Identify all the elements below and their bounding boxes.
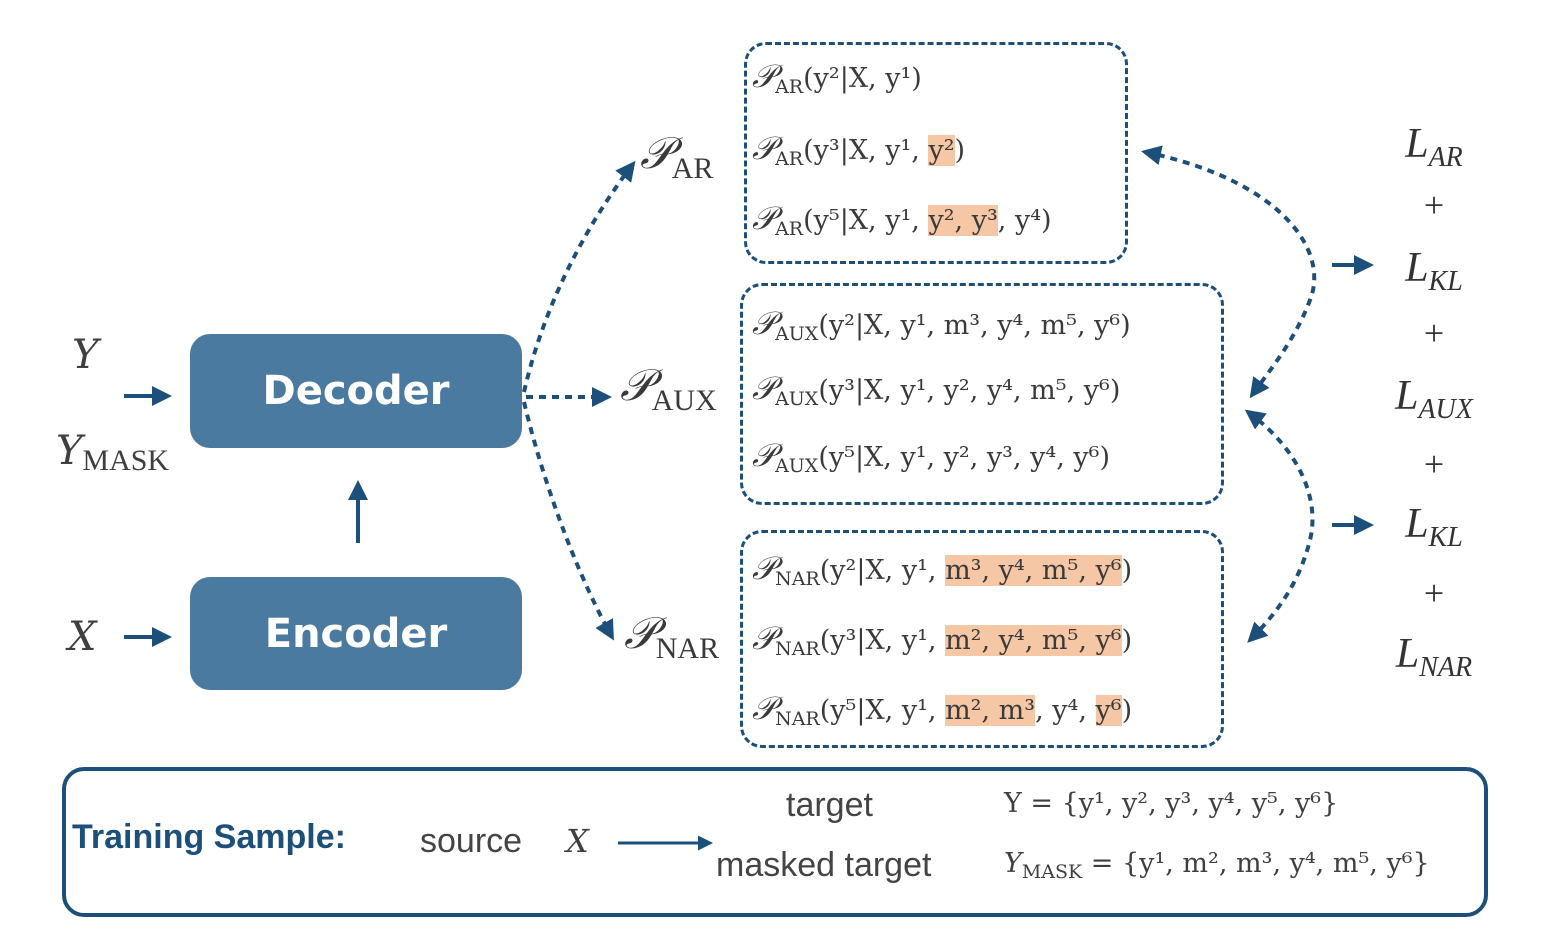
masked-target-formula: YMASK = {y¹, m², m³, y⁴, m⁵, y⁶} [1004, 848, 1430, 883]
training-heading: Training Sample: [72, 818, 346, 856]
loss-kl-1: LKL [1405, 245, 1463, 297]
source-var: X [566, 822, 589, 860]
decoder-ar-arrow [522, 160, 636, 393]
target-label: target [786, 786, 873, 824]
loss-ar: LAR [1405, 121, 1463, 173]
ar-row-2: 𝒫AR(y³|X, y¹, y²) [752, 130, 966, 170]
masked-target-label: masked target [716, 846, 932, 884]
p-aux-label: 𝒫AUX [620, 361, 717, 417]
ar-group-box [744, 42, 1128, 264]
source-label: source [420, 822, 523, 860]
kl-ar-aux-arrow [1141, 145, 1317, 399]
ar-row-1: 𝒫AR(y²|X, y¹) [752, 58, 922, 98]
aux-row-2: 𝒫AUX(y³|X, y¹, y², y⁴, m⁵, y⁶) [752, 370, 1121, 410]
p-nar-label: 𝒫NAR [624, 609, 720, 665]
loss-aux: LAUX [1395, 373, 1473, 425]
aux-row-3: 𝒫AUX(y⁵|X, y¹, y², y³, y⁴, y⁶) [752, 437, 1111, 477]
plus-3: + [1423, 444, 1445, 484]
loss-nar: LNAR [1395, 631, 1473, 683]
y-input-label: Y [72, 332, 99, 378]
encoder-block: Encoder [190, 577, 522, 690]
plus-2: + [1423, 313, 1445, 353]
decoder-nar-arrow [522, 401, 614, 641]
kl-aux-nar-arrow [1244, 409, 1315, 643]
aux-row-1: 𝒫AUX(y²|X, y¹, m³, y⁴, m⁵, y⁶) [752, 305, 1131, 345]
loss-kl-2: LKL [1405, 501, 1463, 553]
ar-row-3: 𝒫AR(y⁵|X, y¹, y², y³, y⁴) [752, 200, 1052, 240]
plus-4: + [1423, 573, 1445, 613]
y-mask-sub: MASK [82, 444, 170, 477]
nar-row-2: 𝒫NAR(y³|X, y¹, m², y⁴, m⁵, y⁶) [752, 620, 1133, 660]
x-input-label: X [68, 614, 97, 660]
aux-group-box [740, 283, 1224, 505]
decoder-block: Decoder [190, 334, 522, 448]
training-sample-box [62, 767, 1488, 917]
decoder-label: Decoder [262, 368, 450, 414]
p-ar-label: 𝒫AR [640, 129, 714, 185]
encoder-label: Encoder [264, 610, 448, 657]
nar-row-3: 𝒫NAR(y⁵|X, y¹, m², m³, y⁴, y⁶) [752, 690, 1133, 730]
y-mask-input-label: YMASK [56, 428, 170, 477]
plus-1: + [1423, 185, 1445, 225]
nar-group-box [740, 530, 1224, 748]
target-formula: Y = {y¹, y², y³, y⁴, y⁵, y⁶} [1004, 788, 1339, 819]
nar-row-1: 𝒫NAR(y²|X, y¹, m³, y⁴, m⁵, y⁶) [752, 550, 1133, 590]
